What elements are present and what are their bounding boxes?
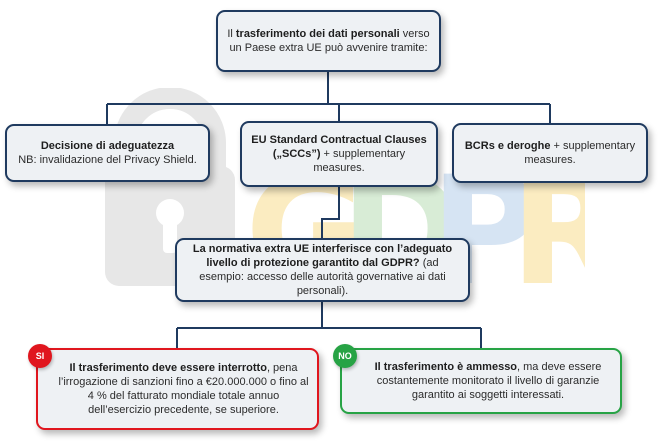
scc-title: EU Standard Contractual Clauses („SCCs”) [251, 134, 427, 160]
yes-badge: SI [28, 344, 52, 368]
question-bold: La normativa extra UE interferisce con l… [192, 243, 453, 269]
question-note: (ad esempio: accesso delle autorità gove… [199, 257, 446, 297]
connector-scc-down [321, 187, 340, 238]
outcome-yes-box: Il trasferimento deve essere interrotto,… [36, 348, 319, 430]
intro-text-start: Il [227, 28, 236, 40]
intro-text-end: verso un Paese extra UE può avvenire tra… [229, 28, 430, 54]
scc-box: EU Standard Contractual Clauses („SCCs”)… [240, 121, 438, 187]
outcome-no-text: , ma deve essere costantemente monitorat… [376, 361, 602, 401]
transfer-intro-box: Il trasferimento dei dati personali vers… [216, 10, 441, 72]
bcr-note: + supplementary measures. [524, 140, 636, 166]
outcome-yes-bold: Il trasferimento deve essere interrotto [69, 362, 267, 374]
outcome-no-box: Il trasferimento è ammesso, ma deve esse… [340, 348, 622, 414]
third-country-law-question-box: La normativa extra UE interferisce con l… [175, 238, 470, 302]
no-badge: NO [333, 344, 357, 368]
transfer-intro-text: Il trasferimento dei dati personali vers… [226, 27, 431, 55]
adequacy-decision-box: Decisione di adeguatezza NB: invalidazio… [5, 124, 210, 182]
intro-text-bold: trasferimento dei dati personali [235, 28, 400, 40]
outcome-no-bold: Il trasferimento è ammesso [374, 361, 518, 373]
scc-note: + supplementary measures. [313, 148, 406, 174]
bcr-box: BCRs e deroghe + supplementary measures. [452, 123, 648, 183]
bcr-title: BCRs e deroghe [464, 140, 551, 152]
outcome-yes-text: , pena l’irrogazione di sanzioni fino a … [58, 362, 309, 416]
adequacy-title: Decisione di adeguatezza [40, 140, 175, 152]
adequacy-note: NB: invalidazione del Privacy Shield. [18, 154, 197, 166]
